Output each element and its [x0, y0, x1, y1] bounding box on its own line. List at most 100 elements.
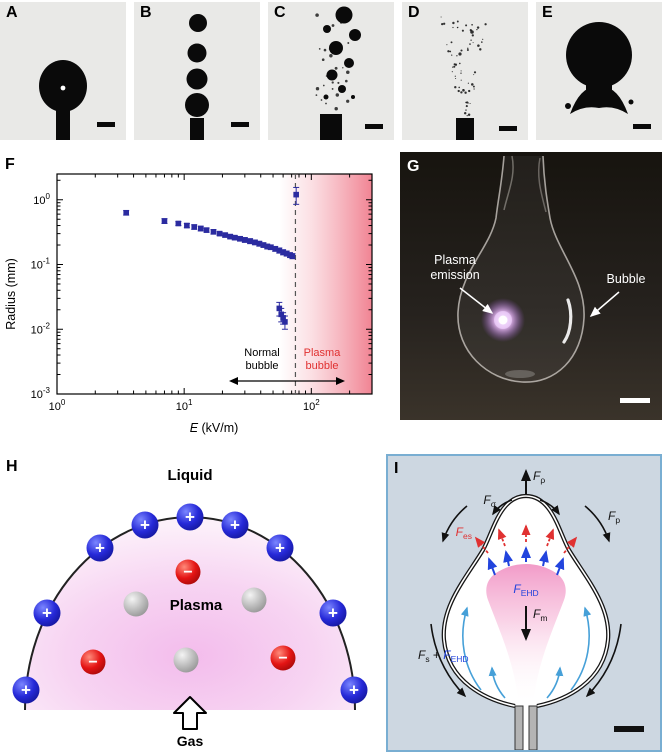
bubble-arrow [589, 291, 620, 317]
force-balance-schematic: Fρ Fσ Fes FEHD Fp Fm Fs + FEHD [418, 469, 644, 750]
double-headed-arrow [229, 377, 345, 385]
svg-text:+: + [21, 681, 31, 700]
svg-text:10-3: 10-3 [31, 386, 51, 401]
panel-c-image [315, 6, 383, 140]
plasma-arrow [459, 287, 494, 314]
panel-d-photo [402, 2, 528, 140]
svg-text:+: + [185, 508, 195, 527]
svg-text:−: − [88, 654, 97, 671]
panel-a-photo [0, 2, 126, 140]
panel-e-label: E [542, 4, 553, 21]
svg-text:−: − [183, 564, 192, 581]
panel-d-image [440, 16, 517, 140]
bubble-annotation: Bubble [607, 272, 646, 286]
nozzle [56, 112, 70, 140]
scale-bar [365, 124, 383, 129]
electrostatic-arrows [474, 524, 578, 554]
droplet [187, 43, 207, 63]
panel-b-photo [134, 2, 260, 140]
nozzle [320, 114, 342, 140]
panel-a-image [39, 60, 115, 140]
large-bubble [566, 22, 632, 88]
panel-b-label: B [140, 4, 152, 21]
svg-text:10-1: 10-1 [31, 257, 51, 272]
plasma-label: Plasma [170, 597, 223, 614]
panel-c-label: C [274, 4, 286, 21]
x-axis-label: E (kV/m) [190, 421, 239, 435]
panel-e-photo [536, 2, 662, 140]
gas-arrow-icon [173, 696, 207, 730]
svg-text:10-2: 10-2 [31, 321, 51, 336]
f-s-plus-f-ehd-label: Fs + FEHD [418, 648, 469, 664]
mist-dots [315, 13, 350, 111]
svg-text:101: 101 [176, 398, 193, 413]
ions: +++++++++−−− [12, 503, 368, 704]
svg-text:+: + [230, 516, 240, 535]
svg-text:100: 100 [33, 192, 50, 207]
inner-circulation-arrows [460, 606, 592, 699]
panel-g-label: G [407, 158, 420, 175]
scale-bar [633, 124, 651, 129]
outer-flow-arrows [430, 505, 622, 698]
panel-h-label: H [6, 458, 18, 475]
panel-a-label: A [6, 4, 18, 21]
liquid-label: Liquid [168, 467, 213, 484]
scale-bar [620, 398, 650, 403]
svg-text:−: − [278, 650, 287, 667]
panel-i-label: I [394, 460, 399, 477]
droplet-spray [323, 6, 361, 100]
panel-d-label: D [408, 4, 420, 21]
nozzle [190, 118, 204, 140]
normal-bubble-region-label: Normal [244, 347, 279, 359]
svg-text:+: + [349, 681, 359, 700]
surface-tension-arrow [492, 499, 513, 516]
plasma-bubble-photo: Plasma emission Bubble [400, 152, 662, 420]
ehd-arrows [487, 546, 565, 576]
f-p-label: Fp [608, 509, 620, 525]
surface-tension-arrow [539, 499, 560, 516]
reflection-streak [503, 155, 514, 211]
svg-text:+: + [328, 604, 338, 623]
svg-text:+: + [275, 539, 285, 558]
plasma-bubble-region-label: Plasma [304, 347, 342, 359]
scale-bar [97, 122, 115, 127]
f-rho-label: Fρ [533, 469, 545, 485]
ion-dome-schematic: Liquid +++++++++−−− Plasma Gas [12, 467, 368, 749]
panel-h-schematic: Liquid +++++++++−−− Plasma Gas [0, 452, 380, 752]
panel-i-forces: Fρ Fσ Fes FEHD Fp Fm Fs + FEHD [386, 454, 662, 752]
plasma-emission-annotation: Plasma [434, 253, 476, 267]
panel-e-image [565, 22, 651, 129]
bubble-base [570, 86, 628, 114]
scale-bar [499, 126, 517, 131]
svg-text:102: 102 [303, 398, 320, 413]
droplet [189, 14, 207, 32]
scale-bar [231, 122, 249, 127]
panel-f-label: F [5, 156, 15, 173]
gas-label: Gas [177, 733, 204, 749]
svg-text:emission: emission [430, 268, 479, 282]
droplet [185, 93, 209, 117]
svg-text:bubble: bubble [305, 360, 338, 372]
f-m-label: Fm [533, 607, 547, 623]
svg-text:bubble: bubble [245, 360, 278, 372]
nozzle-wall [514, 705, 524, 750]
photo-background [400, 152, 662, 420]
f-ehd-label: FEHD [513, 582, 538, 598]
panel-c-photo [268, 2, 394, 140]
nozzle [456, 118, 474, 140]
svg-text:+: + [140, 516, 150, 535]
mist-dots [440, 16, 487, 117]
reflection-streak [537, 157, 547, 213]
scale-bar [614, 726, 644, 732]
f-sigma-label: Fσ [483, 493, 496, 509]
y-axis-label: Radius (mm) [4, 258, 18, 330]
droplet [186, 68, 208, 90]
nozzle-wall [528, 705, 538, 750]
panel-g-photo: Plasma emission Bubble [400, 152, 662, 420]
svg-text:+: + [42, 604, 52, 623]
bright-reflection [562, 298, 573, 344]
panel-b-image [185, 14, 249, 140]
